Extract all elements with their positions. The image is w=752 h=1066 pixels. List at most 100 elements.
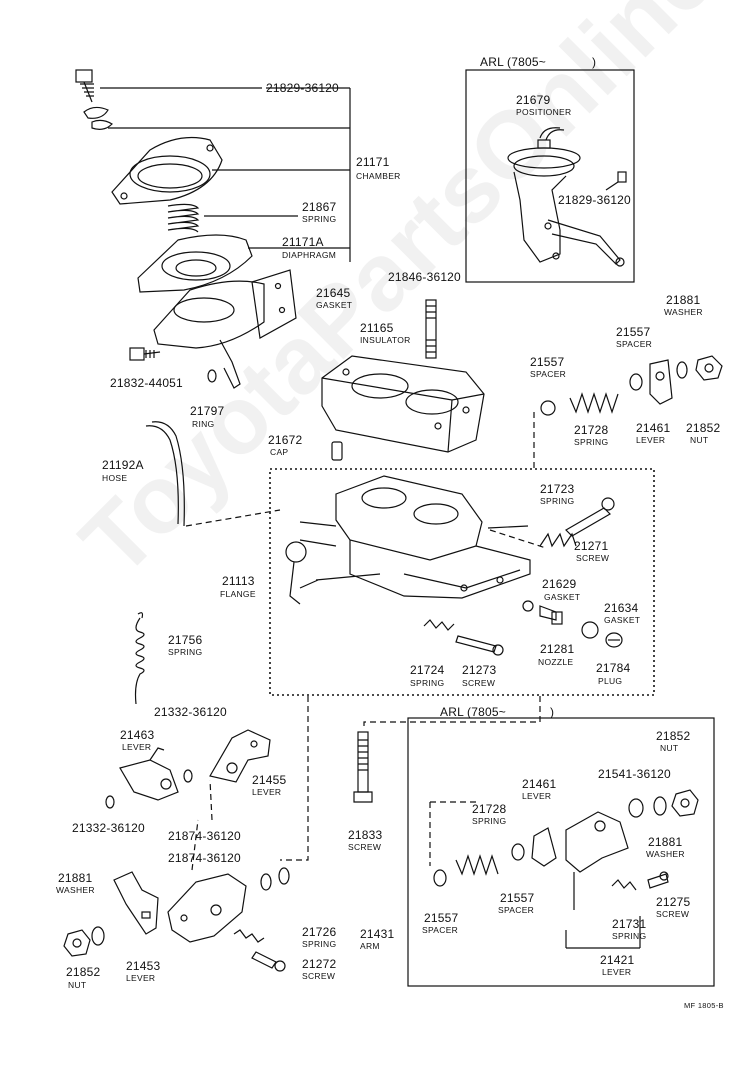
label-21756-name: SPRING	[168, 647, 203, 657]
spring-21756	[134, 612, 145, 705]
spring-21867	[167, 203, 200, 233]
label-21332-b: 21332-36120	[72, 821, 145, 835]
label-21332-a: 21332-36120	[154, 705, 227, 719]
spacer-21557-c	[433, 869, 447, 887]
label-21634-name: GASKET	[604, 615, 641, 625]
screw-21273	[455, 635, 504, 656]
bolt-21829	[75, 69, 94, 103]
spring-21726	[233, 929, 265, 943]
spacer-21541	[628, 798, 644, 818]
label-21557-d-no: 21557	[424, 911, 459, 925]
label-21672-no: 21672	[268, 433, 303, 447]
lever-21453	[113, 871, 159, 935]
label-21728-b-name: SPRING	[472, 816, 507, 826]
label-21273-no: 21273	[462, 663, 497, 677]
label-21557-c-no: 21557	[500, 891, 535, 905]
label-21271-no: 21271	[574, 539, 609, 553]
label-21275-no: 21275	[656, 895, 691, 909]
label-21881-a-name: WASHER	[664, 307, 703, 317]
label-21281-name: NOZZLE	[538, 657, 574, 667]
label-21461-b-no: 21461	[522, 777, 557, 791]
washer-21881-a	[676, 361, 688, 379]
spring-21724	[423, 619, 455, 631]
screw-21271	[565, 497, 615, 537]
label-21461-a-no: 21461	[636, 421, 671, 435]
hose-21192a	[145, 421, 185, 527]
label-21171-name: CHAMBER	[356, 171, 401, 181]
label-21645-no: 21645	[316, 286, 351, 300]
flange-group-frame	[269, 468, 655, 696]
label-21171-no: 21171	[356, 155, 390, 169]
label-21724-name: SPRING	[410, 678, 445, 688]
flange-21113	[285, 475, 531, 605]
label-21557-b-no: 21557	[530, 355, 565, 369]
label-21881-b-no: 21881	[58, 871, 93, 885]
label-21192a-no: 21192A	[102, 458, 144, 472]
vacuum-body	[153, 280, 265, 389]
lever-21455	[209, 729, 271, 783]
label-21832-44051: 21832-44051	[110, 376, 183, 390]
washer-21881-c	[653, 796, 667, 816]
positioner-21679	[507, 127, 625, 267]
screw-21272	[251, 951, 286, 972]
spacer-21557-a	[540, 400, 556, 416]
label-21273-name: SCREW	[462, 678, 496, 688]
label-21634-no: 21634	[604, 601, 639, 615]
washer-21332-a	[183, 769, 193, 783]
label-21867-no: 21867	[302, 200, 337, 214]
label-21453-no: 21453	[126, 959, 161, 973]
inset-top-title: ARL (7805~	[480, 55, 546, 69]
screw-21275	[647, 871, 669, 889]
nut-21852-b	[63, 929, 91, 957]
spring-21723	[539, 532, 577, 548]
label-21852-c-no: 21852	[656, 729, 691, 743]
label-21557-d-name: SPACER	[422, 925, 459, 935]
label-21833-name: SCREW	[348, 842, 382, 852]
label-21431-name: ARM	[360, 941, 380, 951]
label-21797-no: 21797	[190, 404, 225, 418]
label-21557-a-name: SPACER	[616, 339, 653, 349]
label-21171a-name: DIAPHRAGM	[282, 250, 337, 260]
label-21797-name: RING	[192, 419, 215, 429]
chamber-21171	[111, 136, 223, 205]
washer-21874-b	[260, 873, 272, 891]
label-21874-b: 21874-36120	[168, 851, 241, 865]
label-21881-b-name: WASHER	[56, 885, 95, 895]
screw-21833	[353, 731, 373, 803]
diaphragm-21171a	[137, 234, 253, 293]
label-21171a-no: 21171A	[282, 235, 324, 249]
label-21852-b-name: NUT	[68, 980, 87, 990]
inset-bottom-title: ARL (7805~	[440, 705, 506, 719]
label-21726-no: 21726	[302, 925, 337, 939]
gasket-21645	[251, 269, 297, 339]
label-21728-b-no: 21728	[472, 802, 507, 816]
label-21113-no: 21113	[222, 574, 255, 588]
label-21165-name: INSULATOR	[360, 335, 411, 345]
label-21165-no: 21165	[360, 321, 394, 335]
label-21756-no: 21756	[168, 633, 203, 647]
label-21557-a-no: 21557	[616, 325, 651, 339]
washer-21332-b	[105, 795, 115, 809]
bolt-21832	[129, 347, 161, 361]
label-21728-a-no: 21728	[574, 423, 609, 437]
leader-bracket-top	[100, 87, 351, 262]
ring-21797	[207, 369, 217, 383]
inset-frame-top	[465, 69, 635, 283]
label-21874-a: 21874-36120	[168, 829, 241, 843]
gasket-21629	[522, 600, 534, 612]
label-21463-name: LEVER	[122, 742, 152, 752]
gasket-21634	[581, 621, 599, 639]
label-21881-c-name: WASHER	[646, 849, 685, 859]
label-21731-no: 21731	[612, 917, 647, 931]
plug-21784	[605, 632, 623, 648]
spring-21728-b	[455, 854, 499, 876]
label-21833-no: 21833	[348, 828, 383, 842]
label-21829-inset: 21829-36120	[558, 193, 631, 207]
label-21463-no: 21463	[120, 728, 155, 742]
label-21271-name: SCREW	[576, 553, 610, 563]
clip-part	[83, 106, 113, 130]
label-21679-name: POSITIONER	[516, 107, 572, 117]
label-21723-name: SPRING	[540, 496, 575, 506]
label-21852-b-no: 21852	[66, 965, 101, 979]
